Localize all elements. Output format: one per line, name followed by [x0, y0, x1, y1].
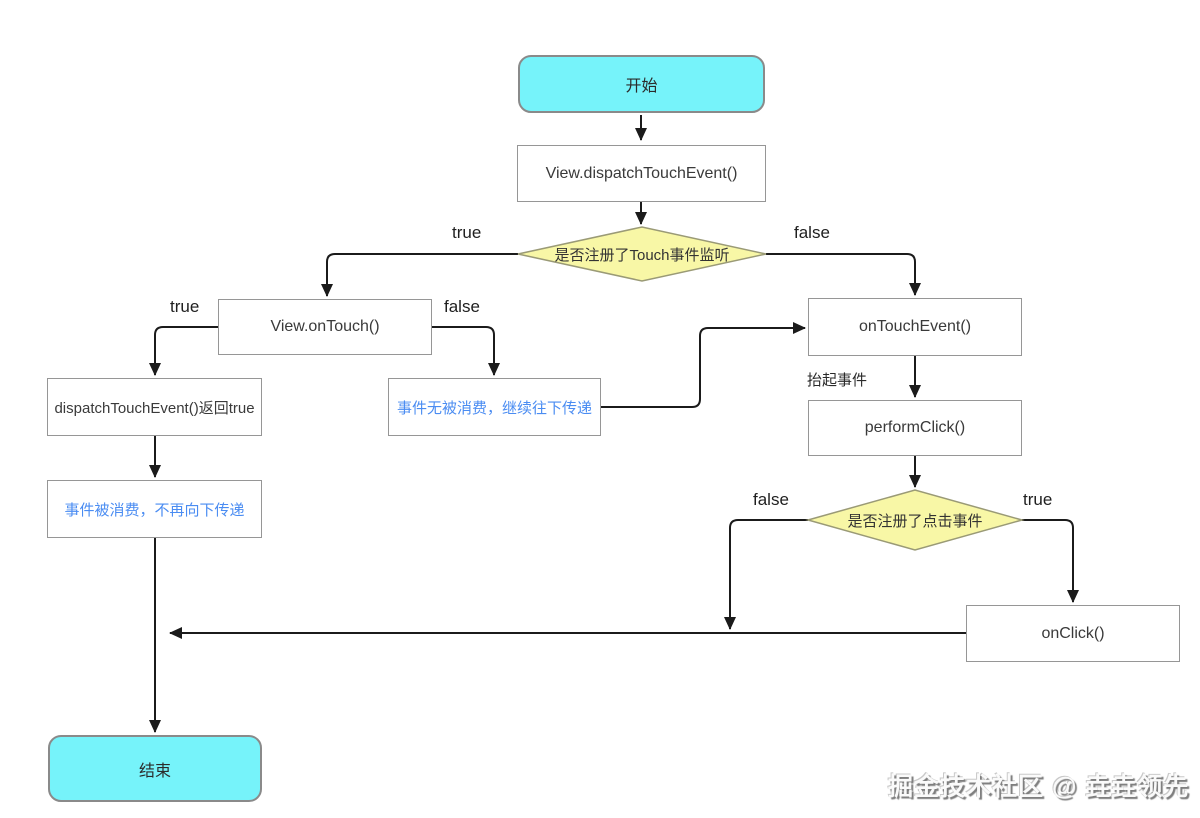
dispatch-touch-event-label: View.dispatchTouchEvent(): [545, 164, 738, 182]
view-on-touch-label: View.onTouch(): [270, 318, 380, 335]
edge-decision2-false-to-mainline: [724, 519, 808, 630]
dispatch-return-true-node: dispatchTouchEvent()返回true: [47, 378, 262, 436]
view-on-touch-node: View.onTouch(): [218, 299, 432, 355]
edge-label-lift-event: 抬起事件: [807, 372, 868, 389]
edge-ontouch-true-to-returntrue: [149, 326, 218, 376]
start-node-label: 开始: [625, 78, 658, 95]
edge-label-ontouch-false: false: [444, 297, 480, 316]
event-consumed-label: 事件被消费，不再向下传递: [64, 501, 245, 519]
edge-label-click-true: true: [1023, 490, 1053, 509]
decision-click-listener-label: 是否注册了点击事件: [847, 512, 983, 530]
edge-notconsumed-to-ontouchevent: [601, 322, 806, 408]
event-not-consumed-label: 事件无被消费，继续往下传递: [396, 399, 592, 417]
event-consumed-node: 事件被消费，不再向下传递: [47, 480, 262, 538]
watermark: 掘金技术社区 @ 垚垚领先: [888, 773, 1190, 801]
end-node-label: 结束: [138, 762, 171, 780]
decision-touch-listener-diamond: [517, 226, 767, 282]
start-node: 开始: [518, 55, 765, 113]
edge-label-touch-false: false: [794, 223, 830, 242]
perform-click-node: performClick(): [808, 400, 1022, 456]
edge-label-touch-true: true: [452, 223, 482, 242]
dispatch-return-true-label: dispatchTouchEvent()返回true: [54, 399, 255, 417]
edge-label-click-false: false: [753, 490, 789, 509]
event-not-consumed-node: 事件无被消费，继续往下传递: [388, 378, 601, 436]
edge-label-ontouch-true: true: [170, 297, 200, 316]
on-click-label: onClick(): [1041, 624, 1105, 642]
decision-click-listener-diamond: [805, 489, 1025, 551]
decision-touch-listener-label: 是否注册了Touch事件监听: [554, 246, 730, 264]
dispatch-touch-event-node: View.dispatchTouchEvent(): [517, 145, 766, 202]
edge-decision-true-to-ontouch: [321, 253, 518, 297]
perform-click-label: performClick(): [864, 419, 966, 436]
on-touch-event-label: onTouchEvent(): [858, 318, 972, 335]
edge-decision2-true-to-onclick: [1022, 519, 1079, 603]
on-click-node: onClick(): [966, 605, 1180, 662]
on-touch-event-node: onTouchEvent(): [808, 298, 1022, 356]
edge-decision-false-to-ontouchevent: [766, 253, 921, 296]
edge-ontouch-false-to-notconsumed: [432, 326, 500, 376]
end-node: 结束: [48, 735, 262, 802]
